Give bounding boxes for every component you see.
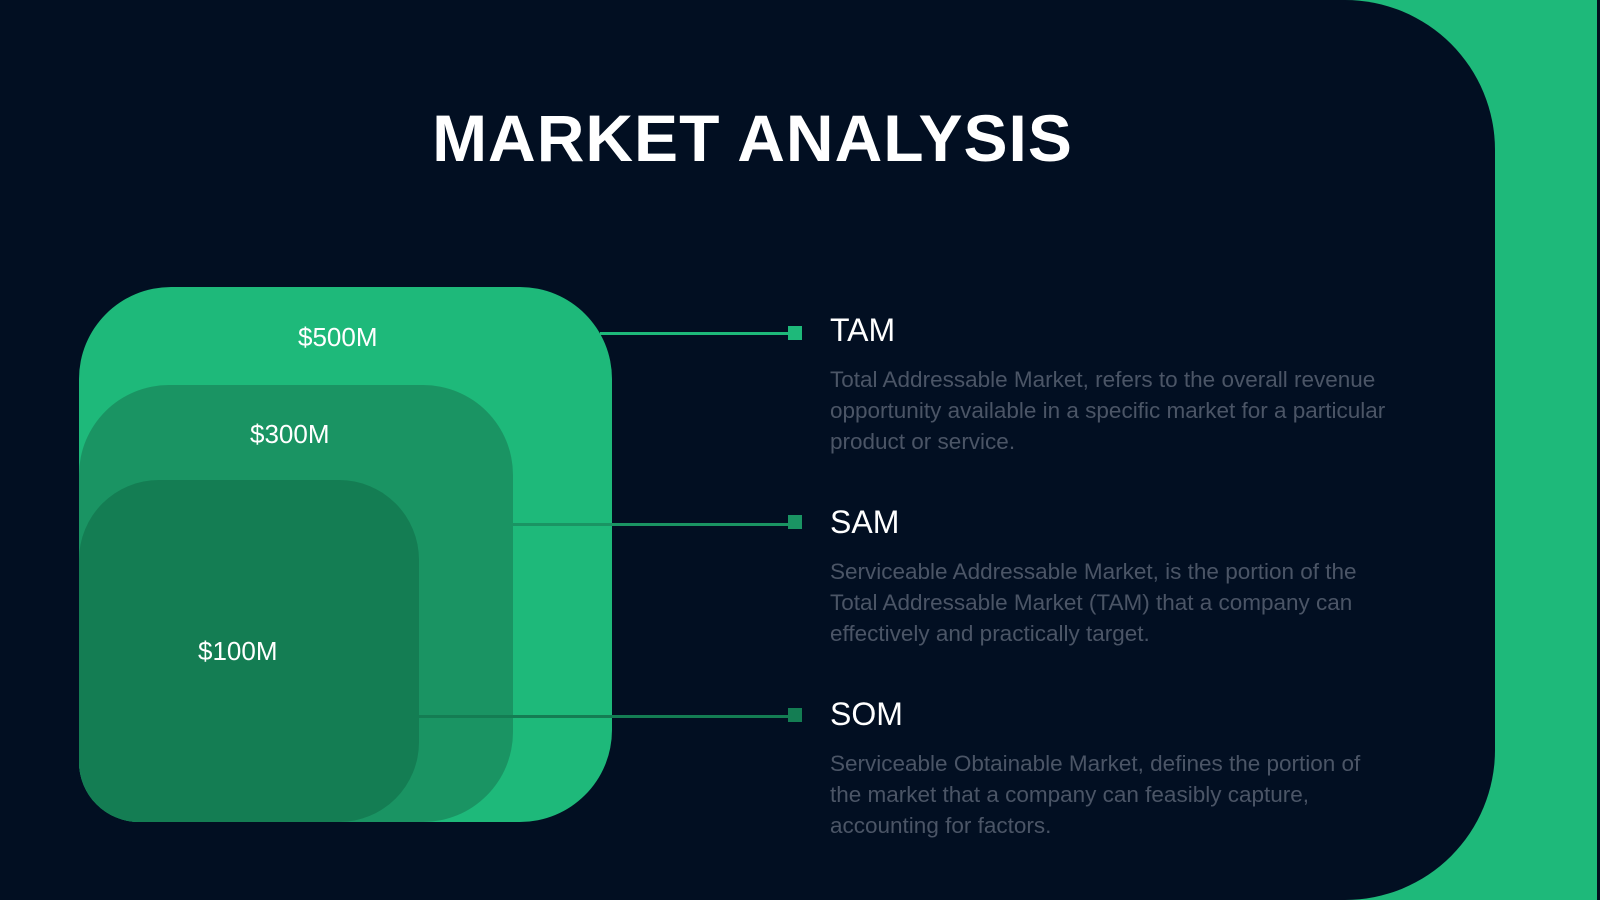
right-edge-strip	[1597, 0, 1600, 900]
sam-description: Serviceable Addressable Market, is the p…	[830, 559, 1357, 646]
tam-value: $500M	[298, 322, 378, 352]
som-connector	[419, 715, 791, 718]
som-value: $100M	[198, 636, 278, 666]
tam-marker-icon	[788, 326, 802, 340]
sam-connector	[513, 523, 791, 526]
page-title: MARKET ANALYSIS	[432, 101, 1073, 175]
tam-label: TAM	[830, 312, 896, 348]
som-label: SOM	[830, 696, 903, 732]
som-box	[79, 480, 419, 822]
sam-marker-icon	[788, 515, 802, 529]
som-marker-icon	[788, 708, 802, 722]
tam-connector	[600, 332, 792, 335]
sam-label: SAM	[830, 504, 900, 540]
som-description: Serviceable Obtainable Market, defines t…	[830, 751, 1361, 838]
tam-description: Total Addressable Market, refers to the …	[830, 367, 1386, 454]
sam-value: $300M	[250, 419, 330, 449]
